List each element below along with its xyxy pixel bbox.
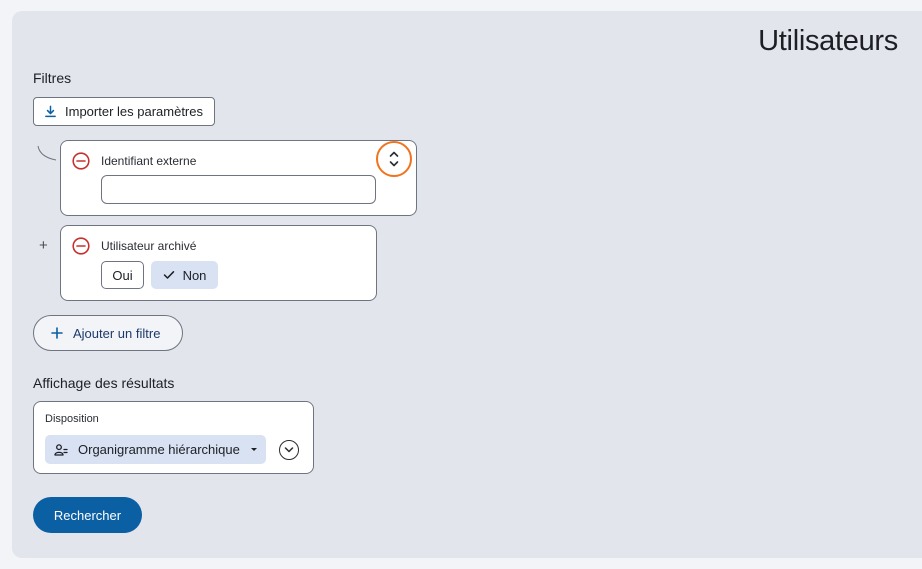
option-oui-label: Oui [112, 267, 133, 283]
download-icon [45, 105, 56, 118]
main-panel: Utilisateurs Filtres Importer les paramè… [12, 11, 922, 558]
expand-options-button[interactable] [279, 440, 299, 460]
filter-connector [37, 145, 57, 161]
check-icon [163, 271, 174, 279]
add-filter-button[interactable]: Ajouter un filtre [33, 315, 183, 351]
layout-label: Disposition [45, 413, 99, 425]
chevron-up-down-icon [389, 151, 399, 167]
reorder-button[interactable] [376, 141, 412, 177]
import-settings-label: Importer les paramètres [65, 104, 203, 119]
import-settings-button[interactable]: Importer les paramètres [33, 97, 215, 126]
external-id-label: Identifiant externe [101, 154, 197, 168]
add-filter-label: Ajouter un filtre [73, 325, 161, 341]
display-card: Disposition Organigramme hiérarchique [33, 401, 314, 474]
filter-card-external-id: Identifiant externe [60, 140, 417, 216]
filter-card-archived: Utilisateur archivé Oui Non [60, 225, 377, 301]
display-heading: Affichage des résultats [33, 375, 175, 391]
archived-label: Utilisateur archivé [101, 239, 197, 253]
layout-select[interactable]: Organigramme hiérarchique [45, 435, 266, 464]
option-non-label: Non [182, 267, 207, 283]
option-non-chip[interactable]: Non [151, 261, 218, 289]
page-title: Utilisateurs [758, 25, 898, 57]
search-label: Rechercher [53, 507, 122, 523]
filter-separator-plus: + [39, 237, 48, 254]
layout-value: Organigramme hiérarchique [78, 442, 240, 457]
option-oui-chip[interactable]: Oui [101, 261, 144, 289]
remove-circle-icon[interactable] [72, 152, 90, 170]
chevron-down-icon [284, 447, 294, 453]
remove-circle-icon[interactable] [72, 237, 90, 255]
caret-down-icon [250, 448, 257, 451]
search-button[interactable]: Rechercher [33, 497, 142, 533]
plus-icon [51, 327, 63, 339]
external-id-input[interactable] [101, 175, 376, 204]
org-chart-icon [54, 443, 68, 456]
filters-heading: Filtres [33, 70, 72, 86]
